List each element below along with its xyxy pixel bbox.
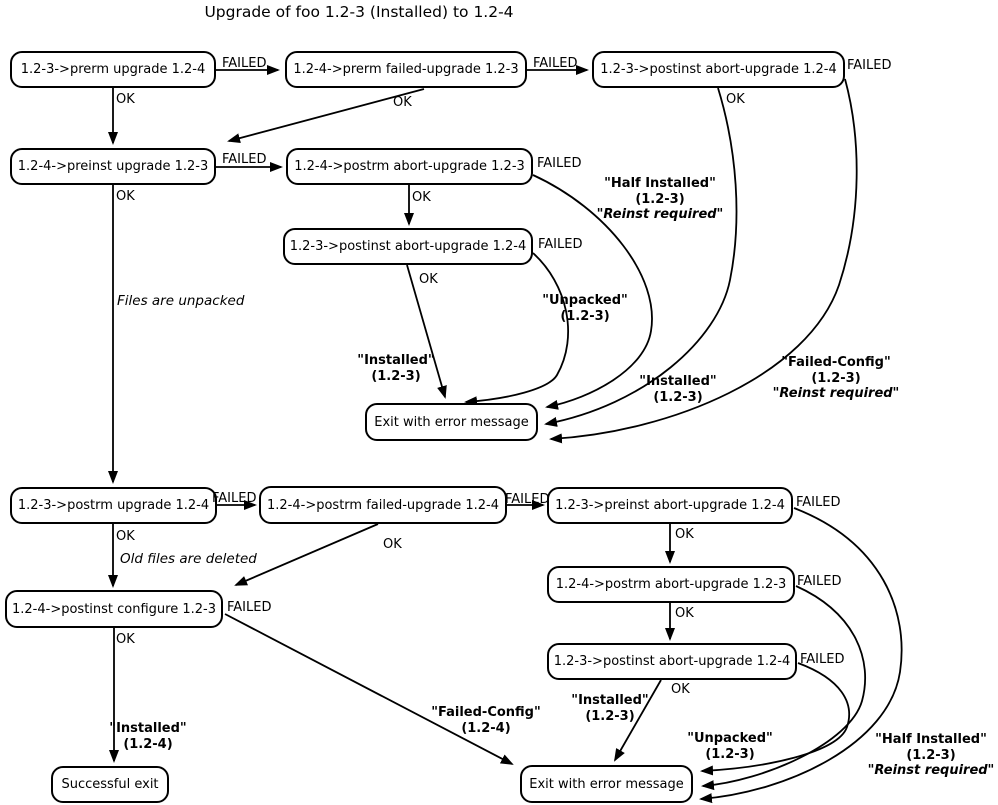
failed-label: FAILED [222,152,267,167]
edge-postinstabortmid-ok [406,264,447,399]
state-half-installed-123: "Half Installed"(1.2-3) "Reinst required… [867,732,995,778]
ok-label: OK [726,92,745,107]
failed-label: FAILED [227,600,272,615]
ok-label: OK [675,606,694,621]
failed-label: FAILED [797,574,842,589]
edge-postinstconfigure-failed [224,613,514,765]
ok-label: OK [116,92,135,107]
node-exit-error-1: Exit with error message [365,403,538,441]
edge-postinstaborttop-failed [549,78,858,444]
node-prerm-failed-upgrade: 1.2-4->prerm failed-upgrade 1.2-3 [285,51,527,88]
state-failed-config-123: "Failed-Config"(1.2-3) "Reinst required" [772,355,900,401]
node-postrm-upgrade: 1.2-3->postrm upgrade 1.2-4 [10,487,217,524]
failed-label: FAILED [796,495,841,510]
edge-postrmabortmid-failed [532,174,653,410]
node-postinst-abort-mid: 1.2-3->postinst abort-upgrade 1.2-4 [283,228,533,265]
failed-label: FAILED [212,491,257,506]
node-postrm-abort-mid: 1.2-4->postrm abort-upgrade 1.2-3 [286,148,533,185]
node-preinst-upgrade: 1.2-4->preinst upgrade 1.2-3 [10,148,216,185]
edge-postinstaborttop-ok [544,87,738,427]
state-half-installed-123: "Half Installed"(1.2-3) "Reinst required… [596,176,724,222]
edge-postinstabortlow-ok [614,679,662,762]
failed-label: FAILED [222,56,267,71]
state-failed-config-124: "Failed-Config"(1.2-4) [431,705,541,736]
state-installed-123: "Installed"(1.2-3) [357,353,435,384]
failed-label: FAILED [800,652,845,667]
state-installed-123: "Installed"(1.2-3) [639,374,717,405]
state-unpacked-123: "Unpacked"(1.2-3) [687,731,773,762]
edge-preinstabort-failed [699,507,903,804]
ok-label: OK [116,632,135,647]
edge-postrmabortlow-failed [701,585,866,791]
edge-postrmfailed-ok [234,523,379,586]
note-old-files-deleted: Old files are deleted [120,551,257,567]
ok-label: OK [393,95,412,110]
ok-label: OK [671,682,690,697]
node-prerm-upgrade: 1.2-3->prerm upgrade 1.2-4 [10,51,216,88]
node-postinst-abort-low: 1.2-3->postinst abort-upgrade 1.2-4 [547,643,797,680]
edge-prermfailed-ok [227,88,425,143]
diagram-title: Upgrade of foo 1.2-3 (Installed) to 1.2-… [204,3,514,21]
failed-label: FAILED [847,58,892,73]
ok-label: OK [383,537,402,552]
edge-postinstabortlow-failed [700,662,851,776]
node-successful-exit: Successful exit [51,766,169,803]
ok-label: OK [412,190,431,205]
failed-label: FAILED [533,56,578,71]
state-installed-124: "Installed"(1.2-4) [109,721,187,752]
failed-label: FAILED [538,237,583,252]
state-installed-123: "Installed"(1.2-3) [571,693,649,724]
ok-label: OK [116,529,135,544]
node-postrm-failed-upgrade: 1.2-4->postrm failed-upgrade 1.2-4 [259,486,507,524]
node-postinst-configure: 1.2-4->postinst configure 1.2-3 [5,590,223,628]
node-postrm-abort-low: 1.2-4->postrm abort-upgrade 1.2-3 [547,566,795,603]
failed-label: FAILED [505,492,550,507]
node-exit-error-2: Exit with error message [520,765,693,803]
node-postinst-abort-top: 1.2-3->postinst abort-upgrade 1.2-4 [592,51,845,88]
ok-label: OK [116,189,135,204]
ok-label: OK [419,272,438,287]
note-files-unpacked: Files are unpacked [117,293,245,309]
ok-label: OK [675,527,694,542]
state-unpacked-123: "Unpacked"(1.2-3) [542,293,628,324]
edge-postinstabortmid-failed [464,252,569,407]
node-preinst-abort: 1.2-3->preinst abort-upgrade 1.2-4 [547,487,793,524]
failed-label: FAILED [537,156,582,171]
